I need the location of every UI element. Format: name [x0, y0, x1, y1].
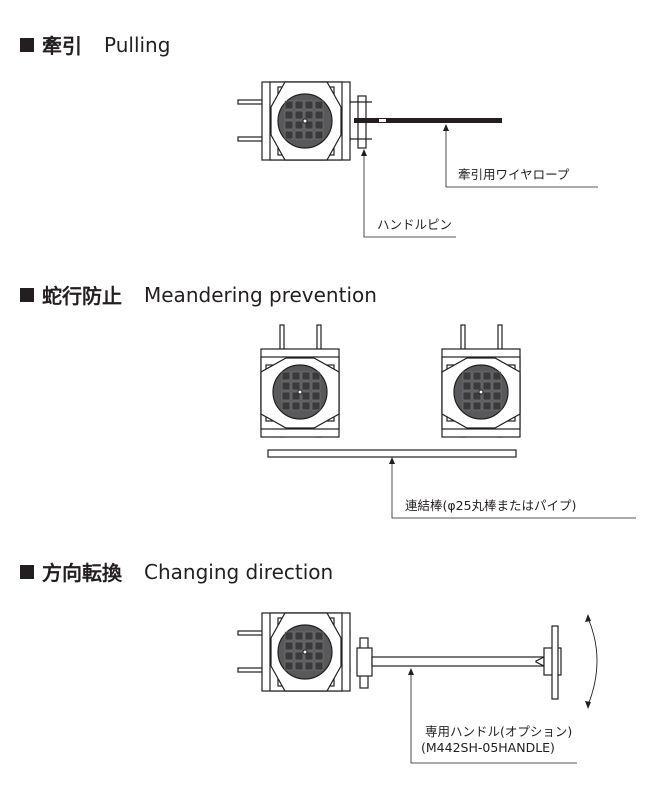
wire-rope	[354, 118, 502, 123]
square-bullet-icon	[20, 37, 34, 52]
arrow-icon	[389, 457, 395, 464]
dolly-left	[260, 324, 340, 438]
arrow-icon	[408, 668, 414, 675]
heading-jp: 牽引	[42, 34, 82, 58]
arrow-icon	[585, 701, 591, 709]
heading-meandering: 蛇行防止 Meandering prevention	[20, 280, 377, 309]
label-connecting-rod: 連結棒(φ25丸棒またはパイプ)	[405, 498, 577, 513]
leader-line	[391, 460, 636, 519]
label-handle-model: (M442SH-05HANDLE)	[421, 740, 555, 755]
dolly-pulling	[237, 81, 351, 161]
arrow-icon	[585, 614, 591, 622]
connecting-rod	[267, 449, 517, 458]
square-bullet-icon	[20, 287, 34, 302]
special-handle	[356, 625, 562, 700]
label-handle-pin: ハンドルピン	[377, 217, 453, 232]
square-bullet-icon	[20, 564, 34, 579]
arrow-icon	[361, 149, 367, 156]
label-special-handle: 専用ハンドル(オプション)	[425, 724, 573, 739]
arrow-icon	[443, 124, 449, 131]
dolly-right	[441, 324, 521, 438]
heading-en: Changing direction	[144, 559, 334, 584]
wire-rope-clip	[379, 119, 386, 122]
heading-jp: 方向転換	[42, 561, 122, 585]
heading-en: Meandering prevention	[144, 282, 377, 307]
heading-jp: 蛇行防止	[42, 284, 122, 308]
heading-en: Pulling	[104, 32, 171, 57]
heading-changing: 方向転換 Changing direction	[20, 557, 333, 586]
label-wire-rope: 牽引用ワイヤロープ	[458, 167, 570, 182]
heading-pulling: 牽引 Pulling	[20, 30, 170, 59]
rotation-arrow	[587, 617, 598, 706]
leader-line	[410, 672, 577, 764]
dolly-changing	[237, 612, 351, 692]
leader-lines	[363, 128, 598, 238]
